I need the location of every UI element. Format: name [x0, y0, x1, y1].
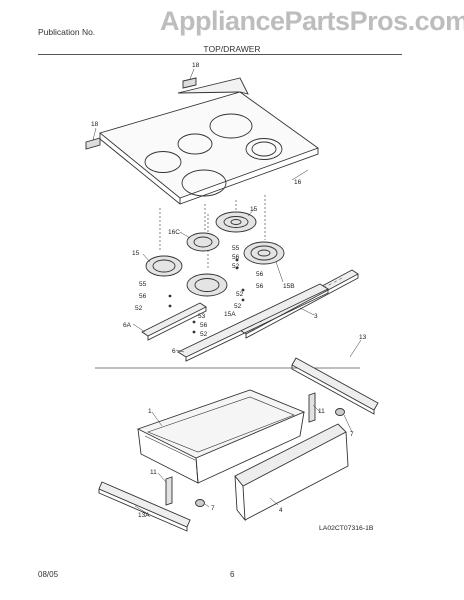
callout-52-e: 52 [200, 331, 208, 338]
callout-15-left: 15 [132, 250, 140, 257]
element-15-rear [215, 211, 257, 233]
bumper-7-left [195, 499, 205, 507]
callout-18-top: 18 [192, 62, 200, 69]
callout-7-left: 7 [211, 505, 215, 512]
bumper-7-right [335, 408, 345, 416]
callout-7-right: 7 [350, 431, 354, 438]
element-15-left [145, 255, 183, 277]
drawer-front-4 [234, 423, 349, 522]
callout-4: 4 [279, 507, 283, 514]
callout-52-d: 52 [236, 291, 244, 298]
callout-6: 6 [172, 348, 176, 355]
publication-label: Publication No. [38, 27, 96, 37]
front-rail-6 [177, 283, 329, 362]
callout-15-rear: 15 [250, 206, 258, 213]
callout-11-right: 11 [318, 408, 325, 415]
bracket-18-left [85, 137, 101, 150]
callout-labels: 18 18 16 15 15 16C 55 52 56 56 15B 55 56… [91, 62, 367, 519]
fasteners [168, 258, 245, 334]
callout-13a: 13A [138, 512, 150, 519]
callout-53: 53 [198, 313, 206, 320]
footer-date: 08/05 [38, 570, 59, 579]
watermark: AppliancePartsPros.com [160, 6, 464, 36]
bracket-11-left [165, 476, 173, 506]
element-15a [186, 273, 228, 297]
callout-52-a: 52 [232, 263, 240, 270]
drawer-1 [136, 389, 306, 484]
callout-55-b: 55 [139, 281, 147, 288]
callout-6a: 6A [123, 322, 132, 329]
callout-3: 3 [314, 313, 318, 320]
rear-rail-3 [239, 269, 359, 339]
callout-56-a: 56 [232, 254, 240, 261]
callout-18-left: 18 [91, 121, 99, 128]
callout-56-d: 56 [256, 283, 264, 290]
bracket-11-right [308, 392, 316, 423]
bracket-18-top [182, 77, 197, 89]
callout-16: 16 [294, 179, 302, 186]
callout-56-e: 56 [200, 322, 208, 329]
diagram-code: LA02CT07316-1B [319, 525, 374, 532]
callout-1: 1 [148, 408, 152, 415]
drawer-glide-13 [291, 357, 379, 415]
callout-56-c: 56 [139, 293, 147, 300]
element-16c [186, 232, 220, 252]
leader-lines [92, 68, 362, 515]
callout-15b: 15B [283, 283, 295, 290]
section-title: TOP/DRAWER [203, 44, 261, 54]
header-rule [38, 54, 402, 55]
callout-52-c: 52 [234, 303, 242, 310]
callout-52-b: 52 [135, 305, 143, 312]
callout-56-b: 56 [256, 271, 264, 278]
page-header: Publication No. AppliancePartsPros.com T… [0, 0, 464, 56]
callout-11-left: 11 [150, 469, 157, 476]
footer-page-number: 6 [230, 570, 235, 579]
callout-55-a: 55 [232, 245, 240, 252]
callout-16c: 16C [168, 229, 180, 236]
cooktop [99, 77, 319, 205]
side-rail-6a [141, 302, 207, 341]
drawer-glide-13a [98, 481, 191, 532]
element-15b [243, 241, 285, 265]
callout-15a: 15A [224, 311, 236, 318]
callout-13: 13 [359, 334, 367, 341]
